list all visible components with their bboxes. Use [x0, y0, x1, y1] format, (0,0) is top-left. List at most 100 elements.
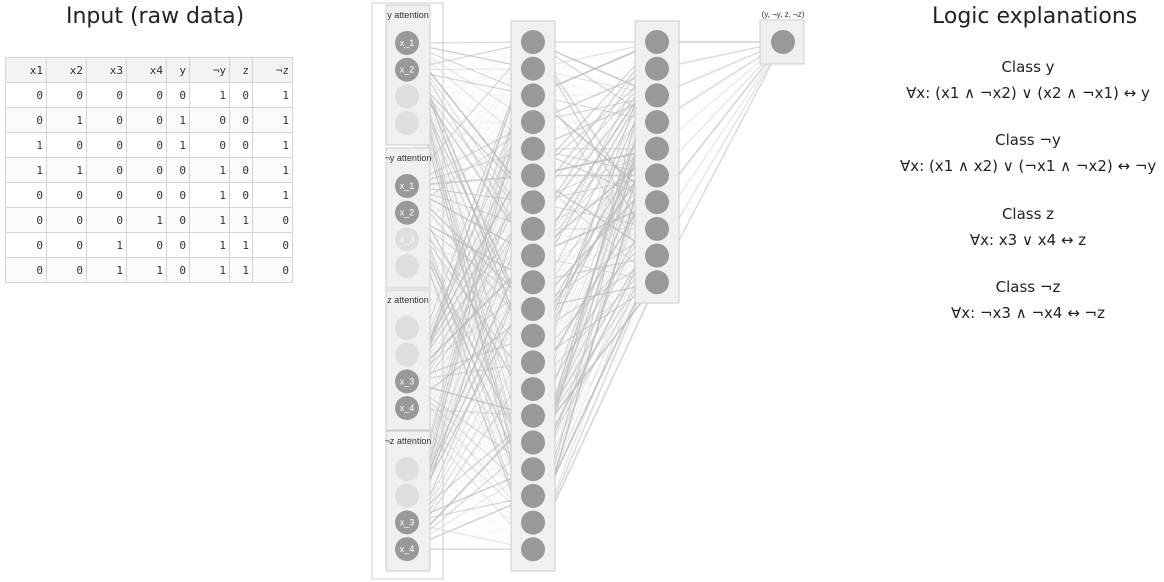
logic-formula: ∀x: ¬x3 ∧ ¬x4 ↔ ¬z [951, 304, 1105, 322]
hidden-node-layer-2 [645, 30, 669, 54]
column-header: ¬z [252, 57, 293, 83]
input-node [395, 254, 419, 279]
table-cell: 1 [86, 232, 127, 258]
hidden-node-layer-2 [645, 56, 669, 81]
table-cell: 0 [166, 257, 190, 283]
table-cell: 0 [252, 257, 293, 283]
table-cell: 0 [229, 82, 253, 108]
hidden-node-layer-2 [645, 163, 669, 188]
hidden-node-layer-1 [521, 377, 545, 402]
logic-panel-title: Logic explanations [932, 4, 1138, 29]
table-cell: 1 [126, 207, 167, 233]
column-header: x4 [126, 57, 167, 83]
table-cell: 1 [189, 232, 230, 258]
column-header: x2 [46, 57, 87, 83]
output-label: (y, ¬y, z, ¬z) [762, 10, 805, 19]
class-name: Class ¬z [995, 278, 1061, 296]
table-cell: 0 [166, 207, 190, 233]
table-cell: 0 [46, 207, 87, 233]
table-cell: 1 [252, 182, 293, 208]
table-cell: 0 [126, 182, 167, 208]
table-cell: 1 [252, 132, 293, 158]
table-cell: 1 [252, 157, 293, 183]
table-cell: 1 [86, 257, 127, 283]
table-cell: 0 [46, 82, 87, 108]
table-cell: 1 [229, 257, 253, 283]
input-node [395, 369, 419, 394]
table-cell: 0 [229, 157, 253, 183]
input-node [395, 227, 419, 252]
class-name: Class ¬y [995, 131, 1061, 149]
table-cell: 1 [46, 107, 87, 133]
input-node [395, 457, 419, 481]
table-cell: 0 [5, 107, 47, 133]
input-node-label: x_3 [400, 376, 415, 386]
input-layer-panel [371, 2, 444, 580]
hidden-node-layer-2 [645, 190, 669, 215]
input-node-label: x_1 [400, 181, 415, 191]
table-cell: 0 [189, 132, 230, 158]
table-cell: 0 [166, 232, 190, 258]
table-cell: 1 [189, 157, 230, 183]
table-cell: 0 [86, 157, 127, 183]
table-cell: 1 [252, 82, 293, 108]
input-node [395, 57, 419, 82]
hidden-node-layer-2 [645, 270, 669, 295]
hidden-layer-2-panel [634, 20, 680, 304]
table-header-row: x1 x2 x3 x4 y ¬y z ¬z [5, 57, 293, 83]
hidden-node-layer-1 [521, 270, 545, 295]
hidden-node-layer-1 [521, 403, 545, 428]
hidden-node-layer-1 [521, 457, 545, 482]
table-cell: 0 [229, 182, 253, 208]
input-node [395, 111, 419, 136]
hidden-node-layer-1 [521, 537, 545, 562]
input-node-label: x_4 [400, 403, 415, 413]
hidden-node-layer-1 [521, 83, 545, 108]
input-node-label: x_2 [400, 208, 415, 218]
input-node [395, 483, 419, 508]
column-header: ¬y [189, 57, 230, 83]
input-node [395, 200, 419, 225]
table-cell: 1 [229, 207, 253, 233]
table-cell: 0 [46, 232, 87, 258]
attention-group-label: z attention [387, 295, 429, 305]
logic-formula: ∀x: (x1 ∧ x2) ∨ (¬x1 ∧ ¬x2) ↔ ¬y [900, 157, 1157, 175]
input-node-label: x_3 [400, 234, 415, 244]
input-node [395, 174, 419, 198]
input-node-label: x_4 [400, 544, 415, 554]
input-panel-title: Input (raw data) [66, 4, 245, 29]
input-node-label: x_3 [400, 517, 415, 527]
hidden-node-layer-1 [521, 350, 545, 375]
table-cell: 0 [126, 82, 167, 108]
attention-group-label: ¬z attention [385, 436, 432, 446]
logic-explanation-y: Class y ∀x: (x1 ∧ ¬x2) ∨ (x2 ∧ ¬x1) ↔ y [900, 58, 1156, 102]
class-name: Class z [1001, 205, 1055, 223]
logic-formula: ∀x: x3 ∨ x4 ↔ z [969, 231, 1087, 249]
table-cell: 0 [5, 82, 47, 108]
hidden-node-layer-1 [521, 243, 545, 268]
table-cell: 0 [46, 182, 87, 208]
table-cell: 1 [229, 232, 253, 258]
table-cell: 0 [46, 257, 87, 283]
table-cell: 0 [126, 232, 167, 258]
logic-explanation-z: Class z ∀x: x3 ∨ x4 ↔ z [900, 205, 1156, 249]
logic-explanation-not-z: Class ¬z ∀x: ¬x3 ∧ ¬x4 ↔ ¬z [900, 278, 1156, 322]
table-cell: 1 [252, 107, 293, 133]
hidden-node-layer-2 [645, 216, 669, 241]
table-cell: 0 [126, 107, 167, 133]
input-node [395, 31, 419, 55]
hidden-node-layer-1 [521, 190, 545, 215]
output-node [771, 30, 795, 54]
table-cell: 1 [189, 257, 230, 283]
hidden-node-layer-2 [645, 110, 669, 135]
hidden-node-layer-1 [521, 136, 545, 161]
logic-formula: ∀x: (x1 ∧ ¬x2) ∨ (x2 ∧ ¬x1) ↔ y [906, 84, 1150, 102]
input-node [395, 342, 419, 367]
